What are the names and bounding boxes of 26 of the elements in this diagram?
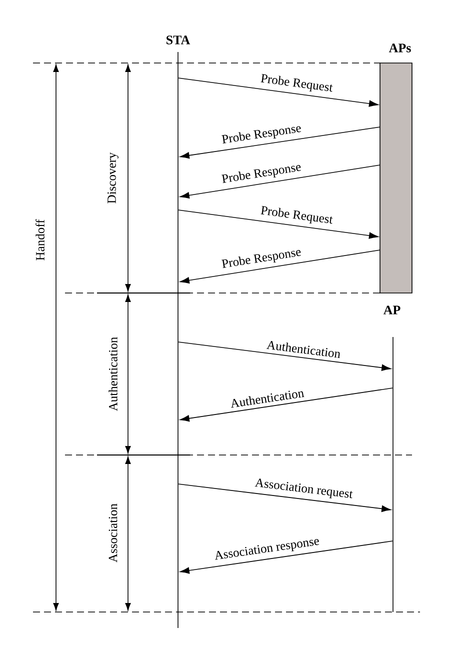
phase-label: Association — [108, 504, 118, 562]
edge-label: Authentication — [231, 390, 304, 408]
message-arrow — [180, 164, 380, 199]
phase-label: Handoff — [36, 219, 44, 260]
message-arrow — [180, 250, 380, 284]
phase-label: Discovery — [108, 152, 118, 204]
edge-label: Association response — [215, 539, 320, 560]
lifeline-heading: STA — [166, 36, 190, 44]
edge-label: Authentication — [266, 341, 340, 358]
edge-label: Association request — [254, 478, 353, 498]
edge-label: Probe Request — [260, 74, 333, 92]
message-arrow — [178, 342, 392, 371]
edge-label: Probe Response — [221, 250, 301, 268]
access-point-bar — [380, 62, 412, 294]
message-arrow — [178, 210, 378, 239]
edge-label: Probe Response — [222, 126, 302, 144]
message-arrow — [180, 388, 393, 422]
edge-label: Probe Response — [221, 165, 301, 183]
message-arrow — [180, 540, 393, 574]
lifeline-heading: AP — [383, 306, 400, 314]
edge-label: Probe Request — [260, 206, 333, 224]
message-arrow — [180, 126, 380, 159]
phase-label: Authentication — [108, 337, 118, 412]
message-arrow — [178, 78, 378, 107]
message-arrow — [178, 484, 392, 512]
lifeline-heading: APs — [388, 44, 411, 52]
